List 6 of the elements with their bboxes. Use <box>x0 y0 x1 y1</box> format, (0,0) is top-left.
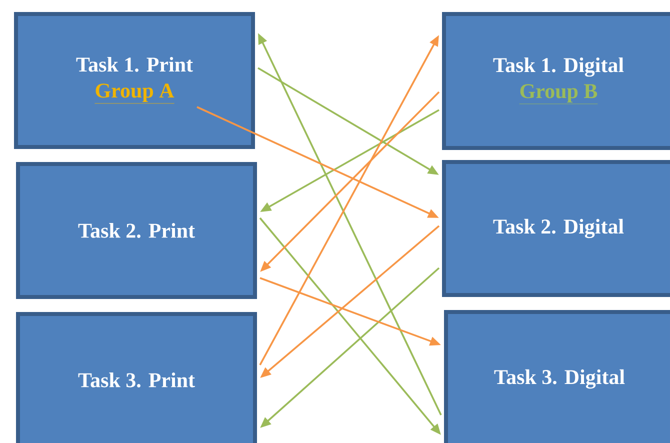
task-box: Task 3. Digital <box>444 310 670 443</box>
task-box: Task 1. Print Group A <box>14 12 255 149</box>
task-box: Task 3. Print <box>16 312 257 443</box>
task-box: Task 1. Digital Group B <box>442 12 670 150</box>
task-box: Task 2. Digital <box>442 160 670 297</box>
task-box: Task 2. Print <box>16 162 257 299</box>
